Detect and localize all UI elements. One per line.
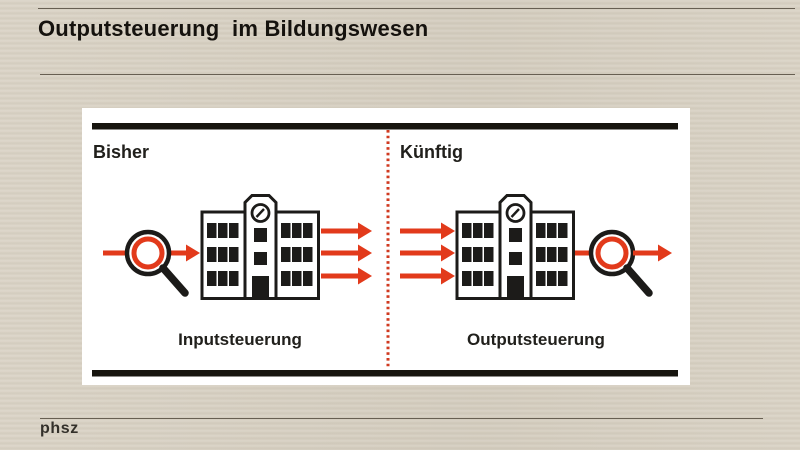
infographic-panel: Bisher Künftig Inputsteuerung Outputsteu…: [82, 108, 690, 385]
school-building-icon: [455, 194, 575, 300]
panel-caption-inputsteuerung: Inputsteuerung: [178, 330, 302, 349]
panel-caption-outputsteuerung: Outputsteuerung: [467, 330, 605, 349]
top-rule-line: [38, 8, 795, 9]
title-underline-rule: [40, 74, 795, 75]
phsz-logo: phsz: [40, 420, 79, 437]
school-building-icon: [200, 194, 320, 300]
slide-title: Outputsteuerung im Bildungswesen: [38, 16, 429, 41]
flow-arrows-in: [400, 222, 455, 285]
flow-arrows-out: [321, 222, 372, 285]
flow-diagram: [92, 123, 678, 377]
footer-rule-line: [40, 418, 763, 419]
panel-heading-kuenftig: Künftig: [400, 142, 463, 162]
panel-heading-bisher: Bisher: [93, 142, 150, 162]
frame-top-bar: [92, 123, 678, 130]
magnifier-icon: [591, 232, 649, 293]
magnifier-icon: [127, 232, 185, 293]
flow-arrow-out: [633, 244, 672, 262]
frame-bottom-bar: [92, 370, 678, 377]
